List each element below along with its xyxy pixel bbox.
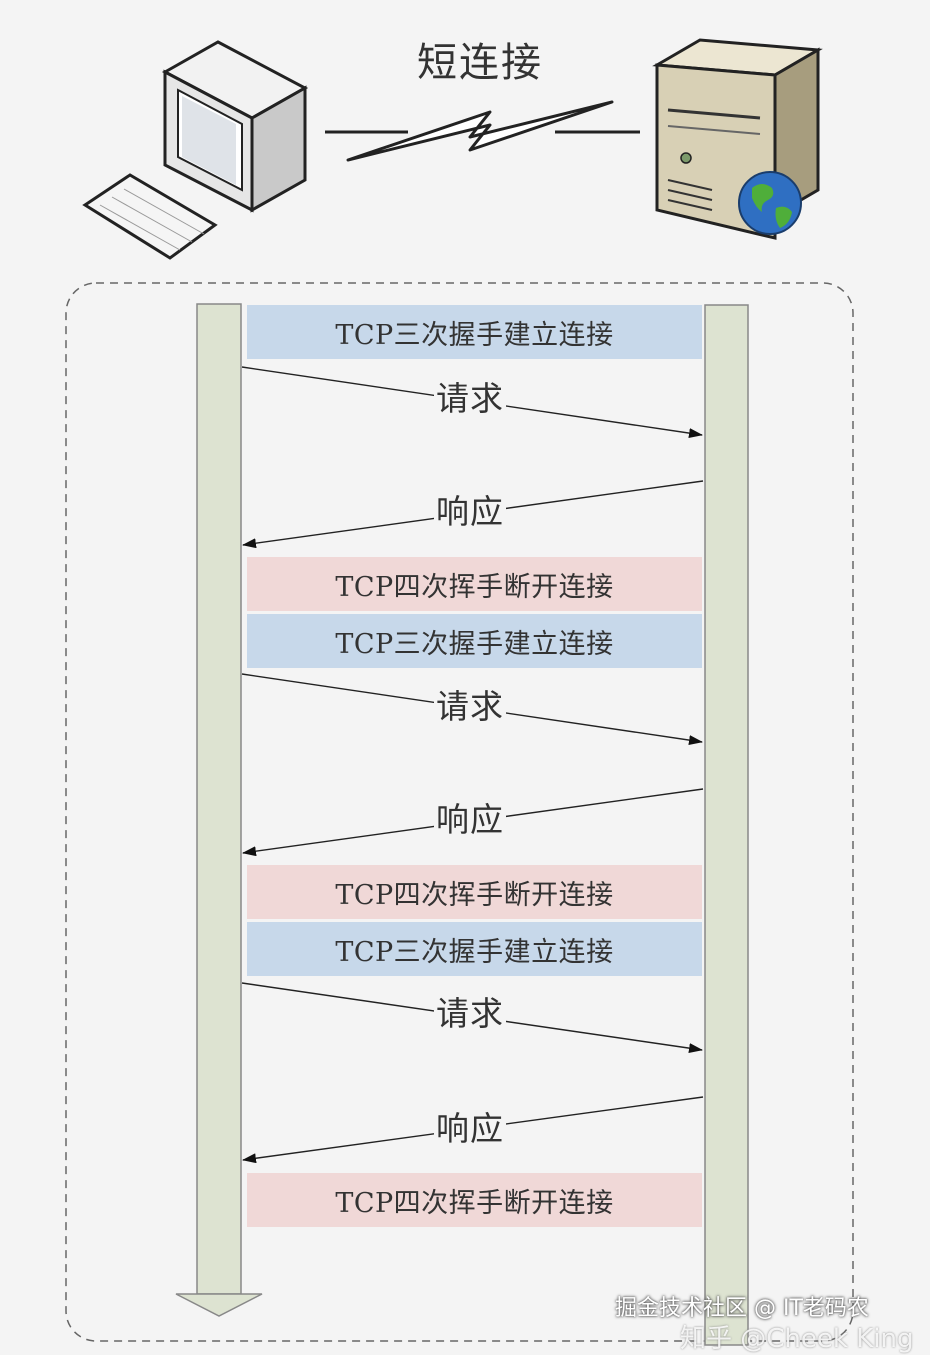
tcp-handshake-band: TCP三次握手建立连接 bbox=[247, 922, 702, 976]
request-label: 请求 bbox=[434, 379, 506, 418]
web-server-icon bbox=[652, 38, 823, 240]
request-label: 请求 bbox=[434, 994, 506, 1033]
tcp-handshake-band: TCP三次握手建立连接 bbox=[247, 614, 702, 668]
response-label: 响应 bbox=[434, 1109, 506, 1148]
request-label: 请求 bbox=[434, 687, 506, 726]
response-label: 响应 bbox=[434, 800, 506, 839]
lightning-link-icon bbox=[325, 100, 640, 162]
watermark-juejin: 掘金技术社区 @ IT老码农 bbox=[615, 1296, 869, 1321]
response-label: 响应 bbox=[434, 492, 506, 531]
desktop-computer-icon bbox=[82, 40, 309, 260]
tcp-handshake-band: TCP三次握手建立连接 bbox=[247, 305, 702, 359]
tcp-teardown-band: TCP四次挥手断开连接 bbox=[247, 1173, 702, 1227]
watermark-zhihu: 知乎 @Cheek King bbox=[680, 1324, 914, 1354]
diagram-title: 短连接 bbox=[417, 40, 543, 86]
server-lifeline bbox=[704, 304, 749, 1346]
tcp-teardown-band: TCP四次挥手断开连接 bbox=[247, 865, 702, 919]
tcp-teardown-band: TCP四次挥手断开连接 bbox=[247, 557, 702, 611]
client-lifeline bbox=[175, 303, 263, 1317]
